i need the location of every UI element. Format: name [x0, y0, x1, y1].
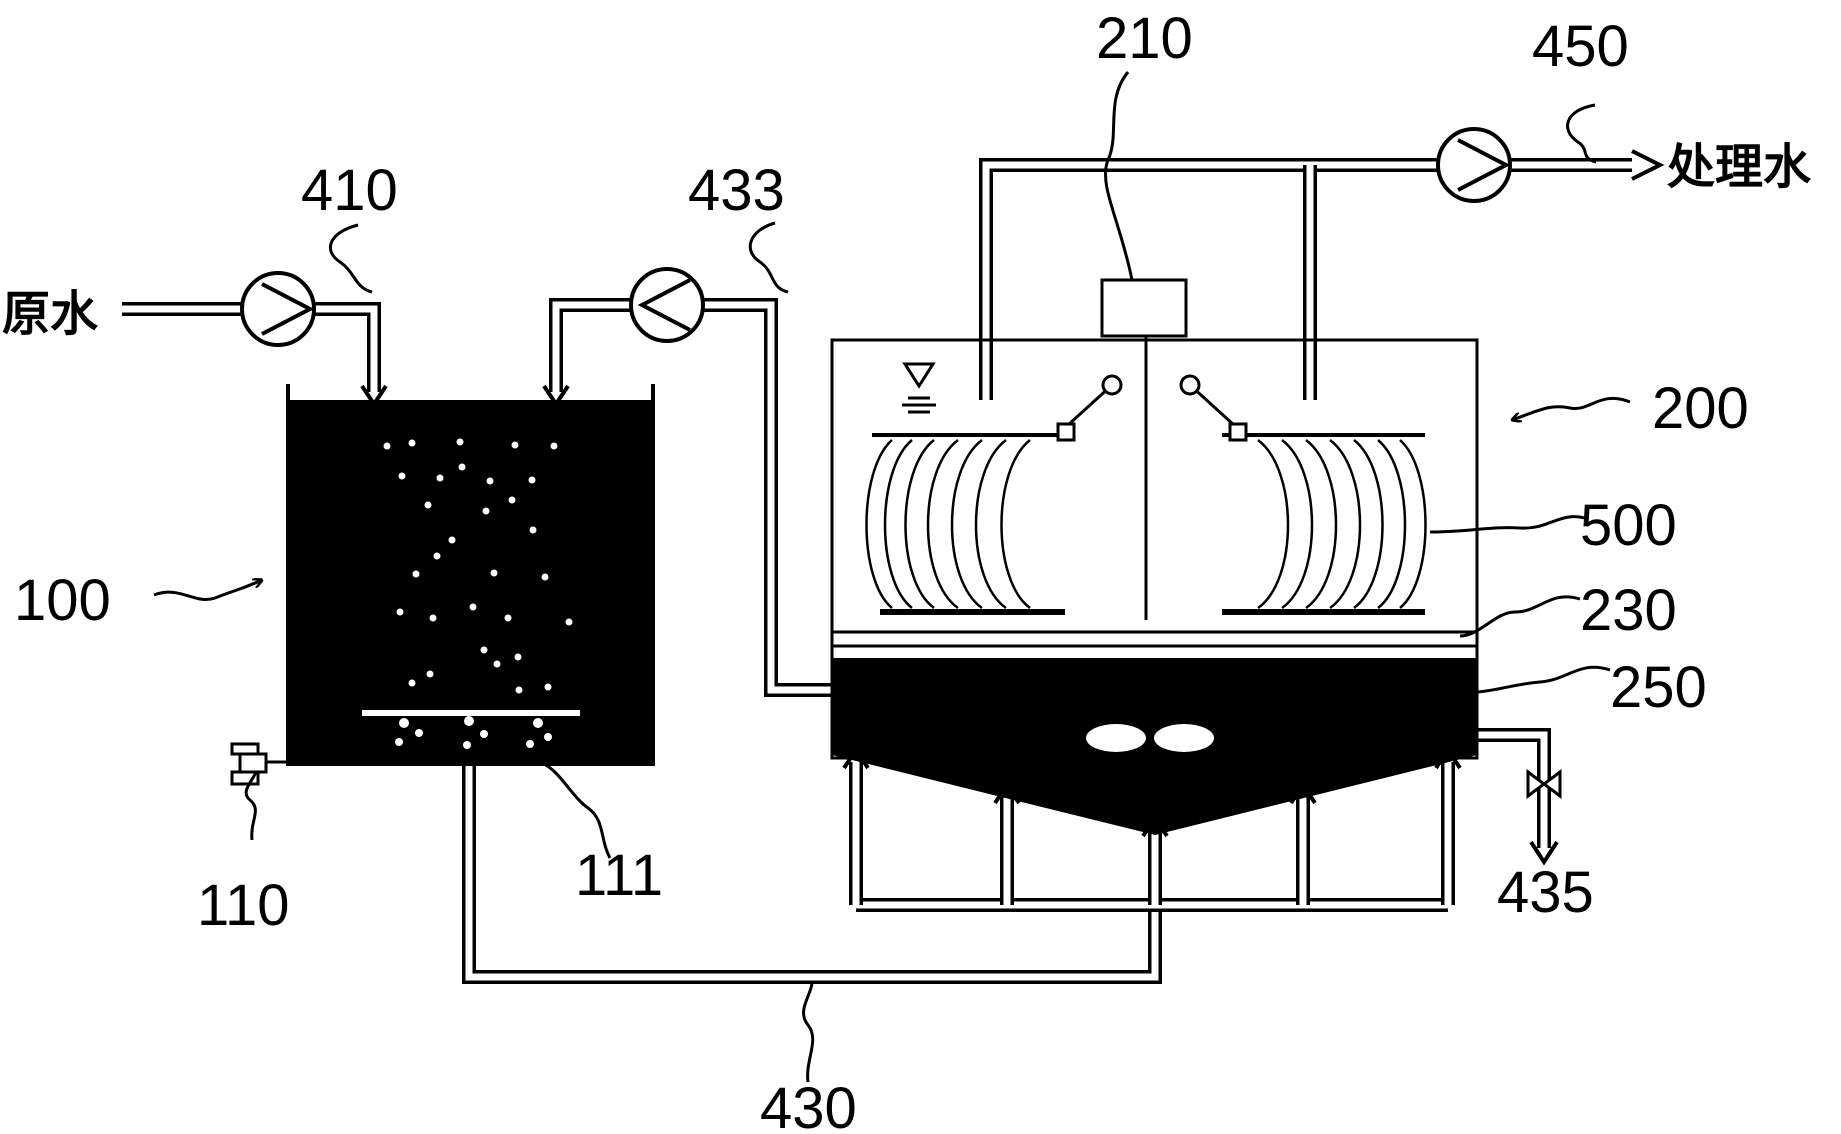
leader-lines [153, 71, 1631, 1083]
label-raw-water: 原水 [2, 286, 99, 342]
diffuser-bubbles [395, 716, 552, 749]
label-430: 430 [760, 1076, 857, 1134]
tank-100 [230, 384, 655, 786]
label-435: 435 [1497, 860, 1594, 925]
label-111: 111 [575, 843, 663, 908]
pipes [122, 158, 1632, 984]
membrane-module-right [1179, 374, 1427, 615]
pump-410 [240, 271, 316, 347]
label-treated-water: 处理水 [1667, 139, 1812, 195]
label-100: 100 [14, 568, 111, 633]
reactor-200 [830, 278, 1479, 835]
air-bubbles [383, 438, 573, 694]
label-410: 410 [301, 158, 398, 223]
valve-435 [1526, 769, 1562, 799]
label-433: 433 [688, 158, 785, 223]
diffuser-111 [362, 710, 580, 716]
pump-433 [629, 267, 705, 343]
label-500: 500 [1580, 493, 1677, 558]
label-250: 250 [1610, 655, 1707, 720]
motor-210 [1100, 278, 1188, 338]
valve-110 [230, 742, 288, 786]
labels: 原水 处理水 410 433 210 450 200 500 230 250 1… [2, 6, 1812, 1134]
label-230: 230 [1580, 578, 1677, 643]
label-210: 210 [1096, 6, 1193, 71]
water-level-icon [902, 362, 936, 414]
label-110: 110 [197, 873, 289, 938]
pump-450 [1436, 127, 1512, 203]
membrane-module-left [865, 374, 1123, 615]
sludge-layer-250 [832, 658, 1477, 835]
label-200: 200 [1652, 376, 1749, 441]
label-450: 450 [1532, 14, 1629, 79]
